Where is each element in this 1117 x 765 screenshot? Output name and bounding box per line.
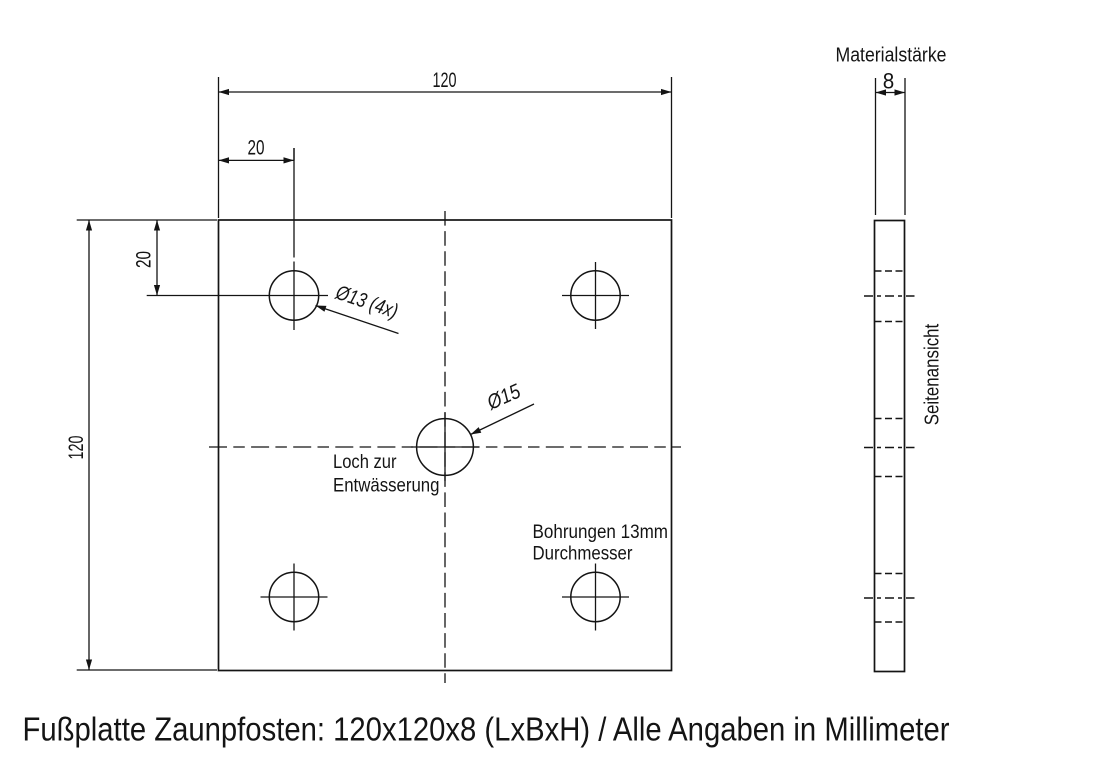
svg-text:20: 20 bbox=[248, 136, 265, 160]
svg-text:120: 120 bbox=[64, 435, 88, 459]
svg-text:Loch zur: Loch zur bbox=[333, 451, 397, 473]
svg-text:Entwässerung: Entwässerung bbox=[333, 475, 440, 497]
svg-text:Seitenansicht: Seitenansicht bbox=[922, 323, 944, 425]
svg-text:8: 8 bbox=[883, 69, 895, 94]
svg-text:Fußplatte Zaunpfosten: 120x120: Fußplatte Zaunpfosten: 120x120x8 (LxBxH)… bbox=[23, 711, 950, 748]
svg-text:Durchmesser: Durchmesser bbox=[533, 543, 633, 565]
svg-text:20: 20 bbox=[132, 251, 156, 268]
svg-text:120: 120 bbox=[433, 68, 457, 92]
svg-text:Materialstärke: Materialstärke bbox=[836, 44, 947, 67]
svg-text:Bohrungen 13mm: Bohrungen 13mm bbox=[533, 521, 669, 543]
